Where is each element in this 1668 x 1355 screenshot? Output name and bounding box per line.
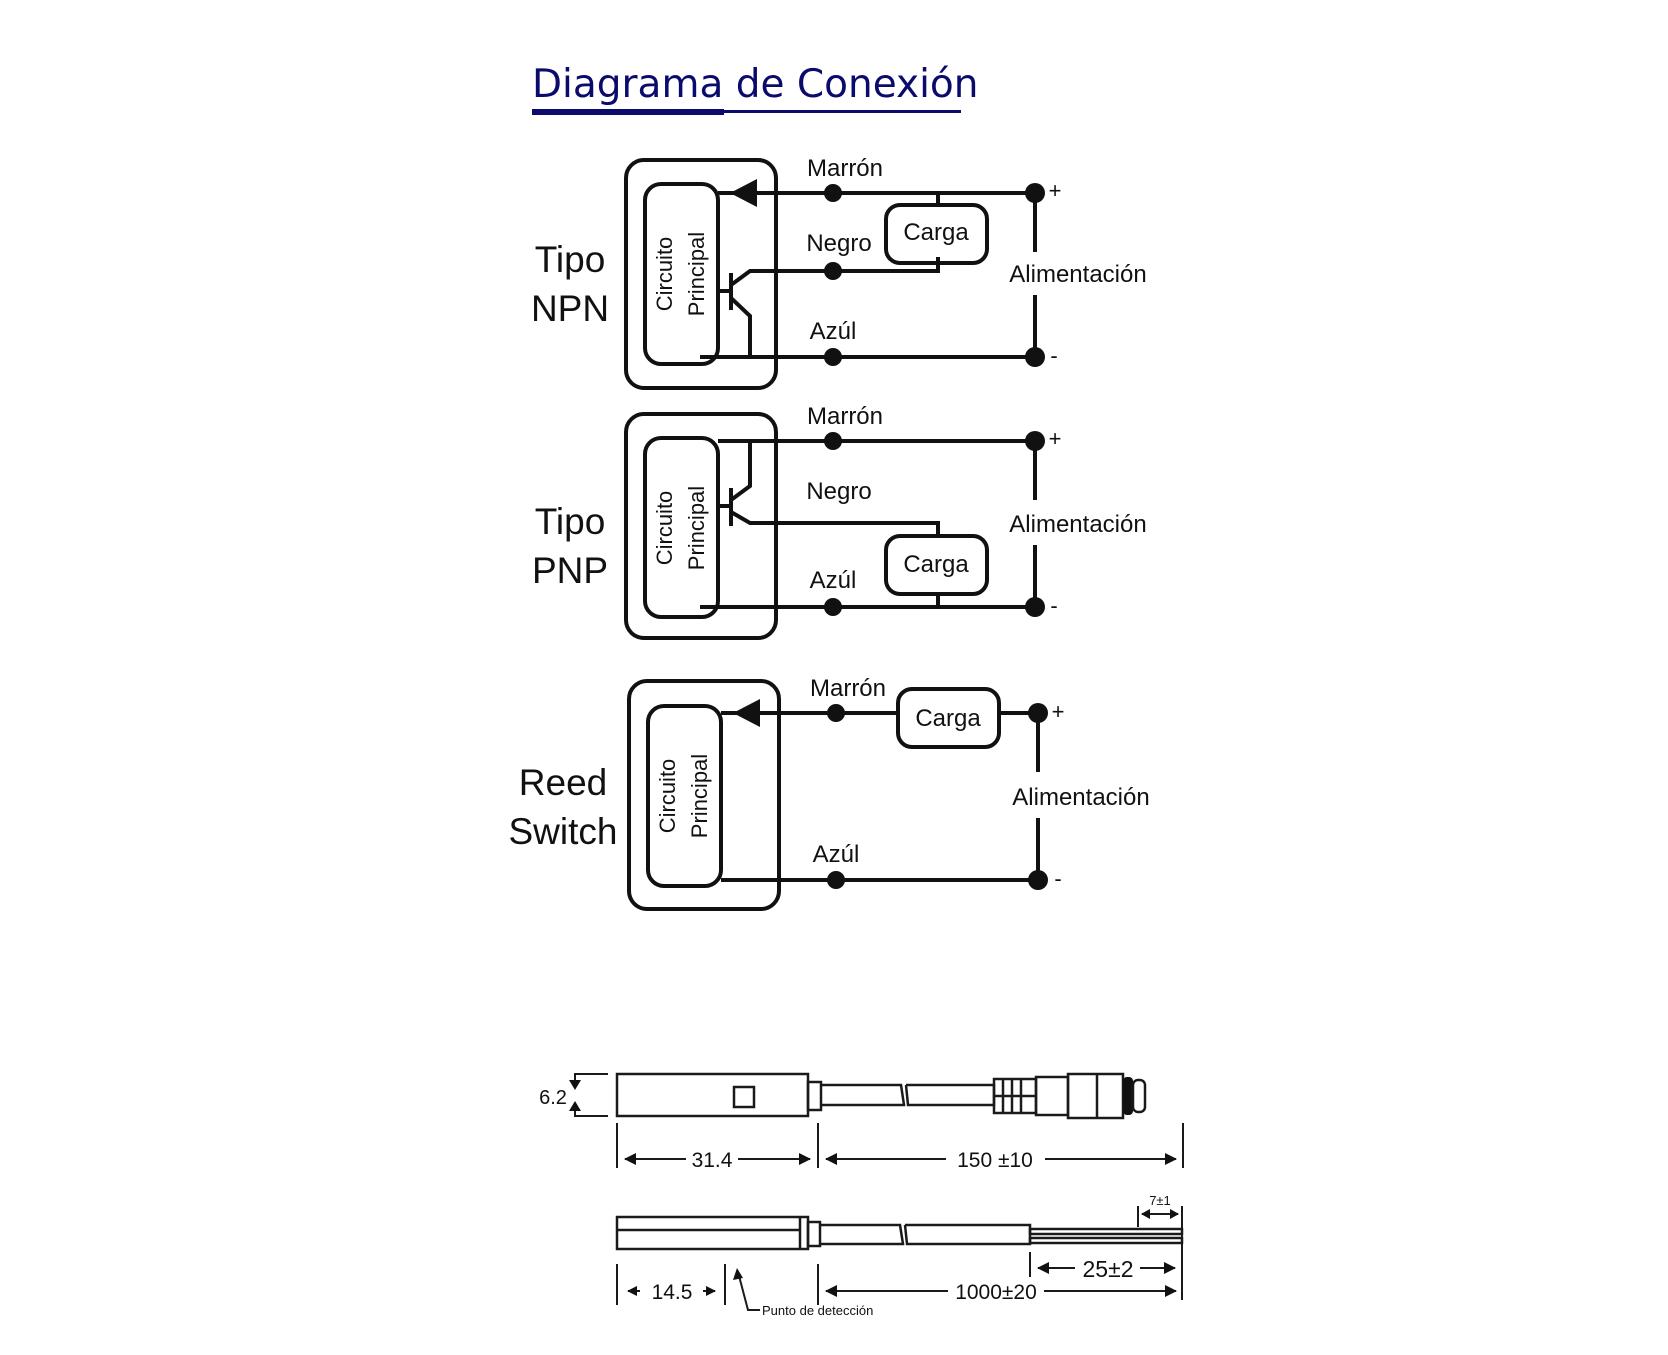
pnp-black-label: Negro: [806, 478, 871, 505]
reed-arrow-icon: [733, 699, 760, 727]
npn-main-circuit-block: [643, 182, 720, 366]
pnp-sensor-housing: [624, 412, 778, 640]
npn-brown-terminal: [824, 184, 842, 202]
dim-arrow: [1165, 1285, 1177, 1297]
reed-minus-label: -: [1054, 866, 1061, 891]
title-underline-thin: [724, 110, 961, 113]
pnp-type-label-2: PNP: [532, 550, 608, 591]
wire-end-label: 7±1: [1149, 1193, 1171, 1208]
title-underline-thick: [532, 109, 724, 115]
dim-arrow: [1037, 1262, 1049, 1274]
pnp-diagram: Tipo PNP Circuito Principal Carga Alimen…: [532, 403, 1147, 640]
pnp-load-label: Carga: [903, 551, 969, 578]
npn-emitter-lead: [729, 296, 752, 357]
pnp-circuit-label-2: Principal: [684, 486, 709, 570]
dim-arrow: [825, 1153, 837, 1165]
page-title: Diagrama de Conexión: [532, 62, 979, 107]
npn-supply-label: Alimentación: [1009, 261, 1146, 288]
npn-black-label: Negro: [806, 230, 871, 257]
reed-type-label-1: Reed: [519, 762, 607, 803]
body-length-label: 31.4: [692, 1149, 733, 1172]
dim-arrow: [1170, 1209, 1179, 1219]
reed-load-label: Carga: [915, 705, 981, 732]
detection-point-label: Punto de detección: [762, 1303, 873, 1318]
dimension-drawing-connector: 6.2 31.4 150 ±10: [539, 1072, 1184, 1172]
reed-blue-terminal: [827, 871, 845, 889]
height-dimension-label: 6.2: [539, 1087, 567, 1109]
cable2-segment-1: [820, 1223, 905, 1246]
pnp-blue-label: Azúl: [810, 567, 857, 594]
reed-type-label-2: Switch: [509, 811, 618, 852]
reed-brown-terminal: [827, 704, 845, 722]
npn-type-label-1: Tipo: [535, 239, 606, 280]
connector-nut: [1066, 1072, 1125, 1120]
dim-arrow: [624, 1153, 636, 1165]
pnp-plus-label: +: [1049, 426, 1062, 451]
npn-sensor-housing: [624, 158, 778, 390]
pnp-main-circuit-block: [643, 436, 720, 619]
indicator-led: [732, 1085, 756, 1109]
npn-type-label-2: NPN: [531, 288, 609, 329]
npn-load-label: Carga: [903, 219, 969, 246]
pnp-emitter-lead: [729, 441, 752, 502]
wire-1: [1028, 1227, 1184, 1236]
dim-arrow: [1141, 1209, 1150, 1219]
wire-2: [1028, 1236, 1184, 1245]
pnp-black-wire: [729, 510, 940, 537]
cable-segment-1: [821, 1083, 906, 1107]
pnp-supply-label: Alimentación: [1009, 511, 1146, 538]
reed-main-circuit-block: [646, 704, 723, 888]
dim-arrow: [825, 1285, 837, 1297]
pnp-brown-label: Marrón: [807, 403, 883, 430]
cable-length-label-2: 1000±20: [955, 1281, 1037, 1304]
reed-plus-label: +: [1052, 699, 1065, 724]
npn-black-terminal: [824, 262, 842, 280]
pnp-circuit-label-1: Circuito: [652, 491, 677, 566]
cable-segment-2: [904, 1083, 996, 1107]
pnp-brown-terminal: [824, 432, 842, 450]
dim-arrow: [627, 1286, 637, 1296]
reed-blue-label: Azúl: [813, 841, 860, 868]
pnp-type-label-1: Tipo: [535, 501, 606, 542]
dim-arrow: [1164, 1262, 1176, 1274]
cable-gland: [806, 1080, 823, 1112]
reed-circuit-label-2: Principal: [687, 754, 712, 838]
height-arrow-top: [569, 1080, 581, 1090]
detection-pointer: [737, 1271, 760, 1311]
sensor-body-2: [615, 1215, 810, 1251]
reed-sensor-housing: [627, 679, 781, 911]
dimension-drawing-cable: 7±1 25±2 14.5 Punto de detección 1000±20: [615, 1193, 1184, 1318]
reed-supply-label: Alimentación: [1012, 784, 1149, 811]
connector-tip: [1131, 1078, 1147, 1114]
dim-arrow: [1165, 1153, 1177, 1165]
npn-diagram: Tipo NPN Circuito Principal Carga Alimen…: [531, 155, 1147, 390]
reed-brown-label: Marrón: [810, 675, 886, 702]
npn-load-box: [884, 203, 989, 265]
npn-arrow-icon: [730, 179, 757, 207]
sensor-body: [615, 1072, 810, 1118]
npn-plus-label: +: [1049, 178, 1062, 203]
dim-arrow: [799, 1153, 811, 1165]
cable-length-label: 150 ±10: [957, 1149, 1033, 1172]
reed-switch-diagram: Reed Switch Circuito Principal Carga Ali…: [509, 675, 1150, 911]
npn-circuit-label-1: Circuito: [652, 237, 677, 312]
connector-thread: [1123, 1077, 1133, 1115]
connector-collar: [1034, 1075, 1070, 1117]
cable-gland-2: [806, 1220, 822, 1248]
reed-load-box: [896, 687, 1001, 749]
reed-circuit-label-1: Circuito: [655, 759, 680, 834]
npn-blue-label: Azúl: [810, 318, 857, 345]
pnp-blue-terminal: [824, 598, 842, 616]
npn-minus-label: -: [1050, 343, 1057, 368]
npn-circuit-label-2: Principal: [684, 232, 709, 316]
detection-offset-label: 14.5: [652, 1281, 693, 1304]
height-arrow-bottom: [569, 1101, 581, 1111]
stripped-length-label: 25±2: [1083, 1256, 1134, 1282]
pnp-minus-label: -: [1050, 593, 1057, 618]
detection-pointer-arrow: [733, 1268, 743, 1280]
dim-arrow: [706, 1286, 716, 1296]
npn-blue-terminal: [824, 348, 842, 366]
npn-brown-label: Marrón: [807, 155, 883, 182]
cable2-segment-2: [903, 1223, 1032, 1246]
